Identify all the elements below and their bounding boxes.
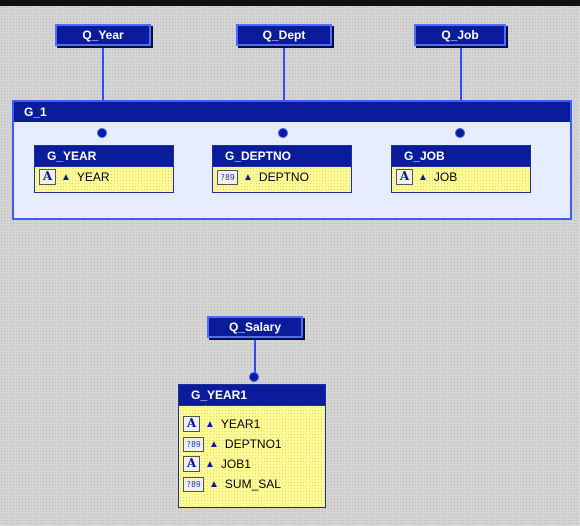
break-order-arrow-icon: ▲ xyxy=(418,171,428,183)
group-g-year1[interactable]: G_YEAR1 A ▲ YEAR1 ?89 ▲ DEPTNO1 A ▲ JOB1… xyxy=(178,384,326,508)
link-dot-icon xyxy=(249,372,259,382)
link-line xyxy=(460,48,462,128)
column-name: YEAR1 xyxy=(220,417,261,431)
group-g-deptno[interactable]: G_DEPTNO ?89 ▲ DEPTNO xyxy=(212,145,352,193)
query-q-dept[interactable]: Q_Dept xyxy=(236,24,332,46)
query-q-year[interactable]: Q_Year xyxy=(55,24,151,46)
link-dot-icon xyxy=(278,128,288,138)
query-q-salary[interactable]: Q_Salary xyxy=(207,316,303,338)
column-item[interactable]: A ▲ JOB1 xyxy=(179,454,325,474)
char-type-icon: A xyxy=(39,169,56,185)
group-g-year[interactable]: G_YEAR A ▲ YEAR xyxy=(34,145,174,193)
break-order-arrow-icon: ▲ xyxy=(243,171,253,183)
column-name: YEAR xyxy=(76,170,110,184)
break-order-arrow-icon: ▲ xyxy=(205,458,215,470)
column-name: DEPTNO1 xyxy=(224,437,282,451)
break-order-arrow-icon: ▲ xyxy=(209,478,219,490)
column-item[interactable]: ?89 ▲ DEPTNO1 xyxy=(179,434,325,454)
group-title: G_JOB xyxy=(392,146,530,167)
column-name: JOB xyxy=(433,170,458,184)
number-type-icon: ?89 xyxy=(183,476,204,492)
break-order-arrow-icon: ▲ xyxy=(209,438,219,450)
query-label: Q_Job xyxy=(441,28,479,42)
link-line xyxy=(283,48,285,128)
char-type-icon: A xyxy=(183,456,200,472)
group-title: G_YEAR1 xyxy=(179,385,325,406)
frame-title: G_1 xyxy=(14,102,570,122)
group-title: G_DEPTNO xyxy=(213,146,351,167)
char-type-icon: A xyxy=(396,169,413,185)
break-order-arrow-icon: ▲ xyxy=(205,418,215,430)
link-line xyxy=(254,340,256,376)
break-order-arrow-icon: ▲ xyxy=(61,171,71,183)
link-dot-icon xyxy=(97,128,107,138)
column-name: SUM_SAL xyxy=(224,477,281,491)
group-title: G_YEAR xyxy=(35,146,173,167)
column-item[interactable]: ?89 ▲ DEPTNO xyxy=(213,167,351,187)
query-q-job[interactable]: Q_Job xyxy=(414,24,506,46)
group-g-job[interactable]: G_JOB A ▲ JOB xyxy=(391,145,531,193)
link-dot-icon xyxy=(455,128,465,138)
number-type-icon: ?89 xyxy=(217,169,238,185)
canvas-top-border xyxy=(0,0,580,6)
link-line xyxy=(102,48,104,128)
query-label: Q_Salary xyxy=(228,320,282,334)
query-label: Q_Dept xyxy=(262,28,306,42)
char-type-icon: A xyxy=(183,416,200,432)
column-name: JOB1 xyxy=(220,457,251,471)
column-name: DEPTNO xyxy=(258,170,309,184)
number-type-icon: ?89 xyxy=(183,436,204,452)
column-item[interactable]: A ▲ JOB xyxy=(392,167,530,187)
query-label: Q_Year xyxy=(82,28,124,42)
column-item[interactable]: ?89 ▲ SUM_SAL xyxy=(179,474,325,494)
column-item[interactable]: A ▲ YEAR1 xyxy=(179,414,325,434)
column-item[interactable]: A ▲ YEAR xyxy=(35,167,173,187)
